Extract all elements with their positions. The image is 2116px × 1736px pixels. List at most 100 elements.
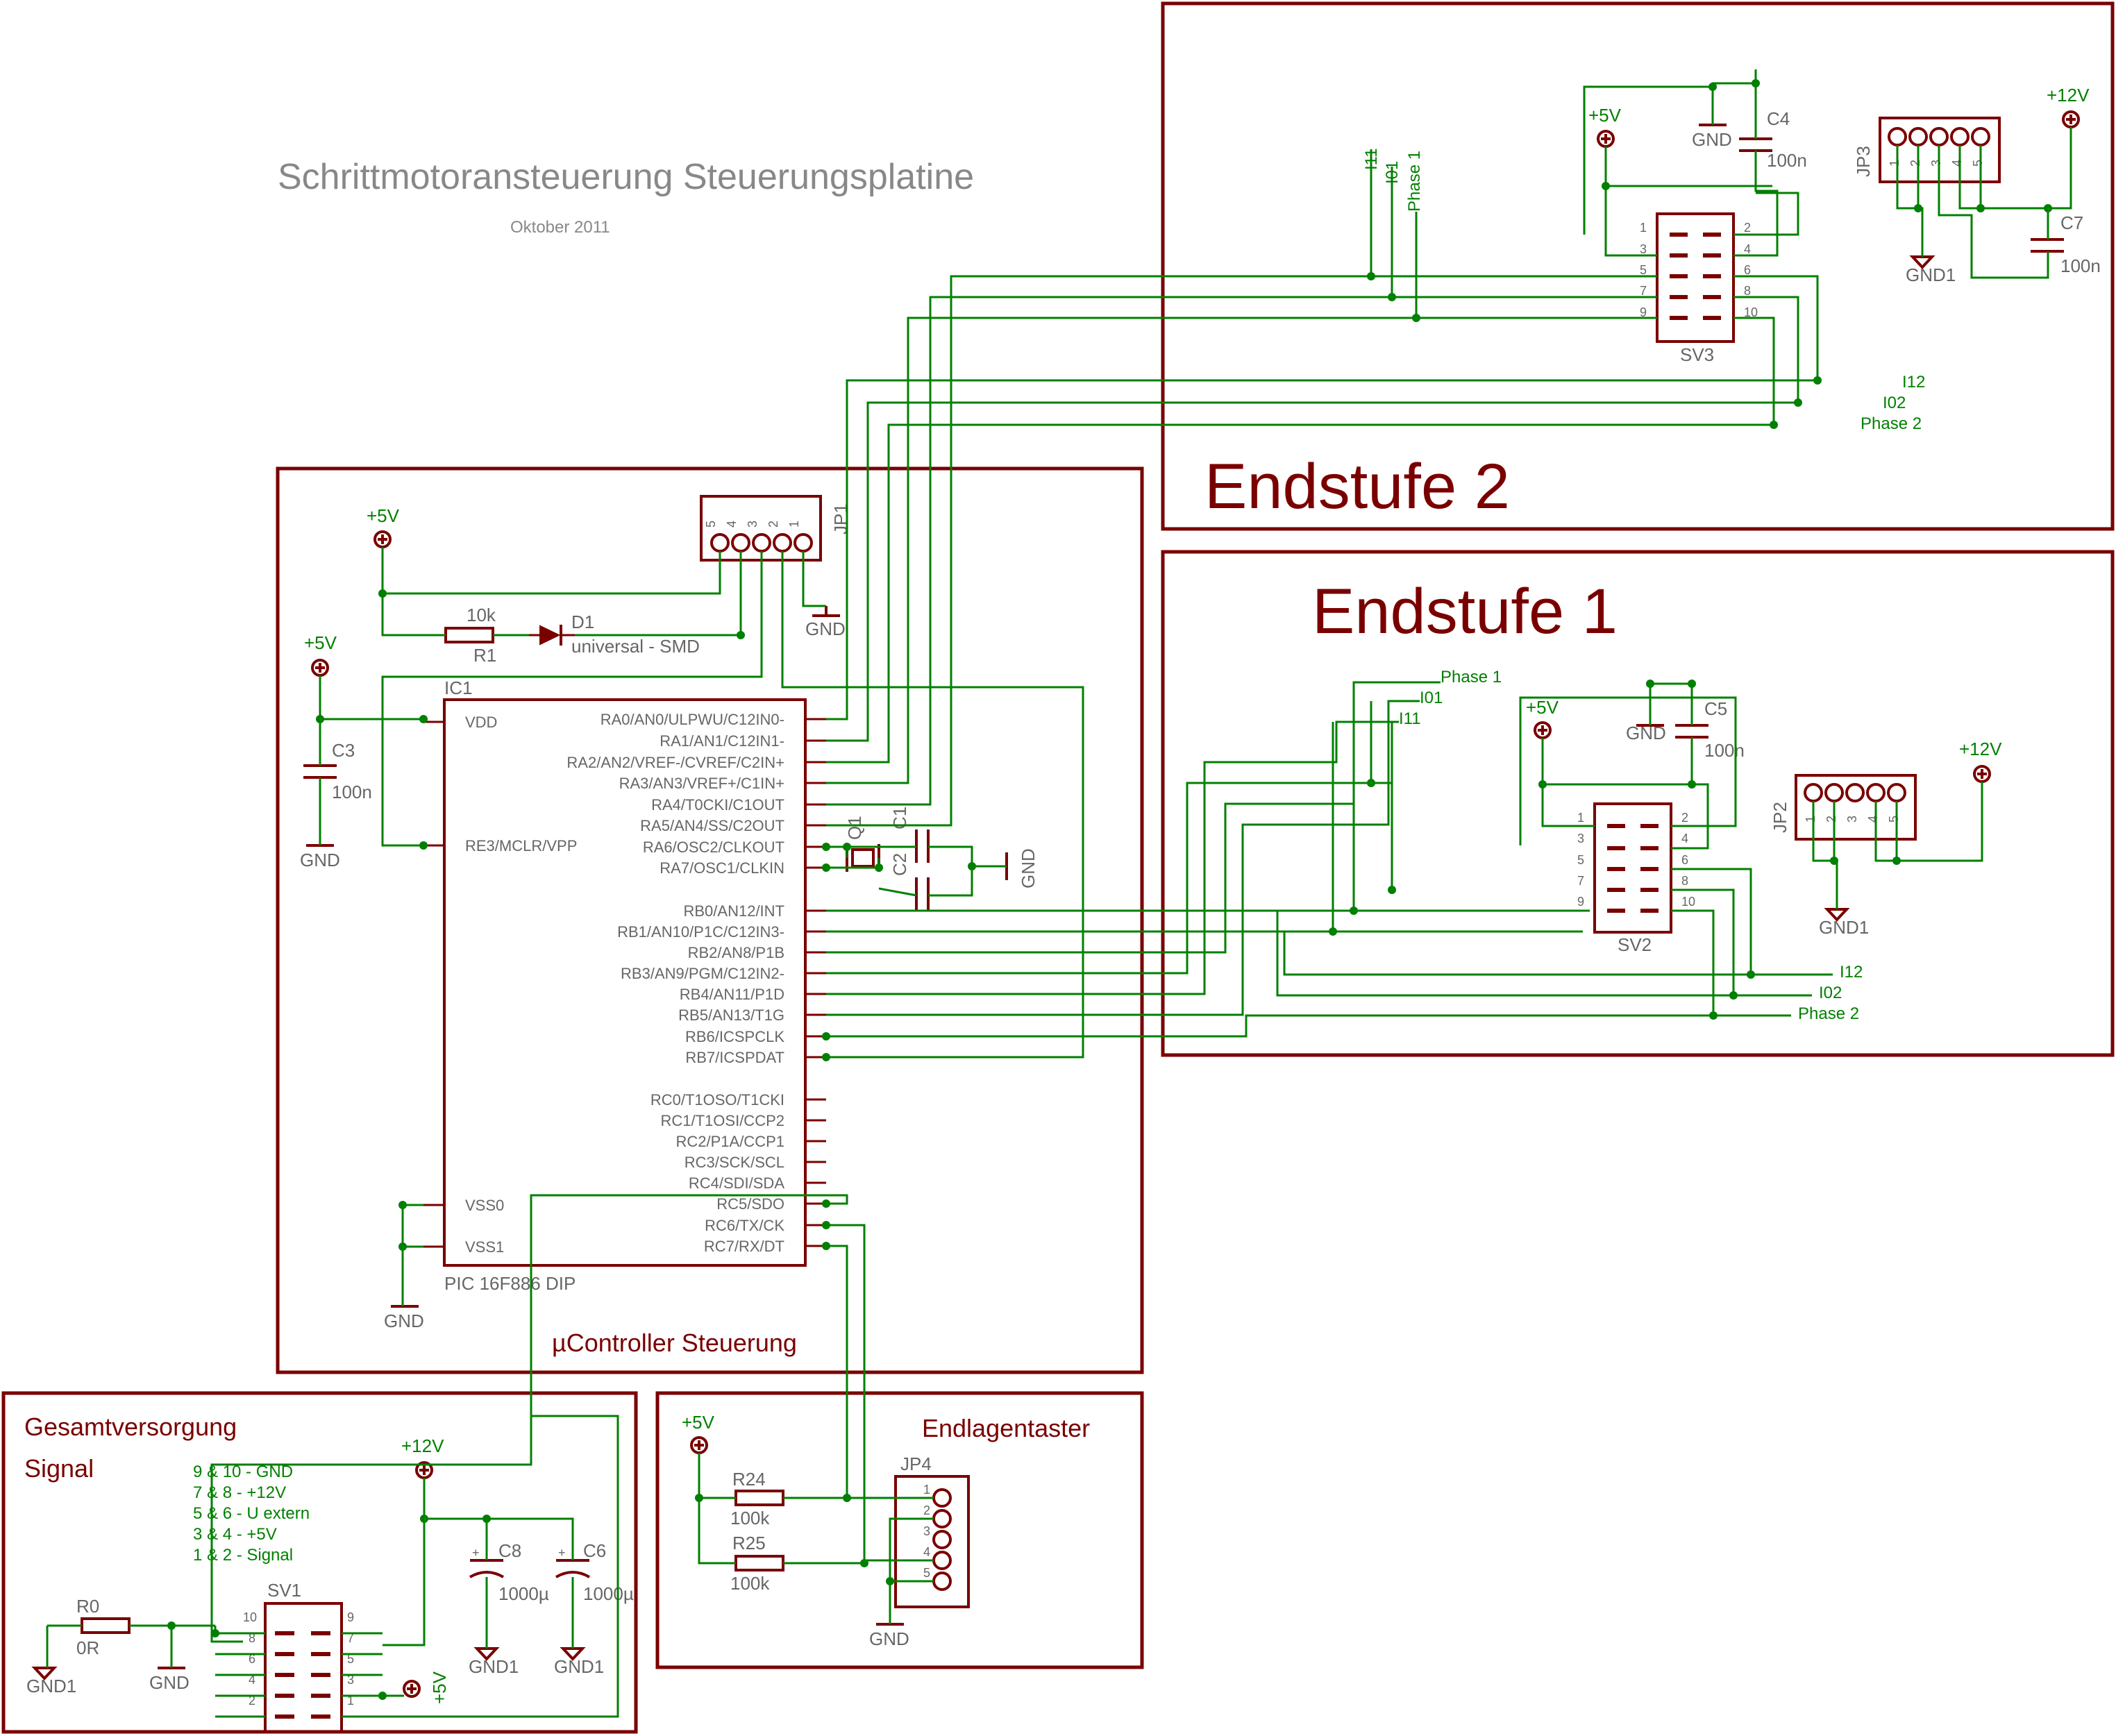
svg-text:GND: GND	[384, 1311, 424, 1331]
svg-text:+5V: +5V	[1588, 105, 1622, 126]
wire-64	[1519, 696, 1737, 845]
wire-1	[381, 593, 446, 637]
junction-34	[1688, 780, 1696, 789]
svg-text:+5V: +5V	[367, 505, 400, 526]
wire-55	[1671, 888, 1812, 997]
capacitor-c7: C7 100n	[2031, 212, 2101, 276]
junction-26	[1367, 779, 1375, 787]
junction-28	[1747, 970, 1755, 979]
svg-text:GND1: GND1	[469, 1656, 519, 1677]
ic1-pin-ra5: RA5/AN4/SS/C2OUT	[640, 817, 784, 834]
wire-28	[1733, 275, 1819, 380]
svg-text:3: 3	[746, 521, 759, 528]
resistor-r24: R24 100k	[730, 1469, 784, 1528]
ic1-pin-rb2: RB2/AN8/P1B	[688, 944, 784, 961]
wire-35	[1733, 151, 1779, 257]
svg-text:6: 6	[249, 1652, 255, 1666]
junction-33	[1688, 680, 1696, 688]
svg-text:SV1: SV1	[267, 1580, 301, 1601]
junction-8	[822, 863, 830, 872]
net-label-i01-mid: I01	[1420, 689, 1443, 707]
junction-38	[822, 1221, 830, 1229]
svg-text:5: 5	[923, 1566, 930, 1580]
ic1-pin-vss0: VSS0	[465, 1197, 504, 1214]
svg-text:4: 4	[249, 1673, 255, 1687]
svg-text:100n: 100n	[2060, 255, 2101, 276]
svg-text:100k: 100k	[730, 1573, 770, 1594]
svg-text:JP4: JP4	[900, 1453, 932, 1474]
capacitor-c6: + C6 1000µ	[555, 1540, 634, 1604]
frame-endlagen	[655, 1391, 1144, 1669]
ic1-pin-rb3: RB3/AN9/PGM/C12IN2-	[621, 965, 784, 982]
svg-text:GND: GND	[1626, 723, 1666, 743]
wire-70	[826, 1224, 934, 1562]
svg-text:10k: 10k	[467, 605, 496, 625]
wire-7	[319, 675, 423, 720]
ic1-pin-ra7: RA7/OSC1/CLKIN	[660, 859, 784, 877]
wire-56	[1671, 909, 1791, 1017]
svg-text:10: 10	[1681, 895, 1695, 909]
svg-text:C6: C6	[583, 1540, 606, 1561]
wire-30	[1733, 317, 1775, 425]
junction-39	[822, 1242, 830, 1250]
wire-61	[1541, 784, 1595, 827]
ic1-pin-ra3: RA3/AN3/VREF+/C1IN+	[619, 775, 784, 792]
svg-text:JP3: JP3	[1853, 146, 1874, 177]
svg-text:6: 6	[1681, 853, 1688, 867]
svg-text:4: 4	[1744, 242, 1751, 256]
wire-5	[781, 551, 1084, 1059]
junction-15	[1813, 376, 1822, 385]
junction-23	[2044, 204, 2052, 212]
svg-text:3: 3	[923, 1524, 930, 1538]
connector-jp2: 1 2 3 4 5 JP2	[1770, 774, 1917, 841]
wire-93	[424, 1517, 574, 1560]
ic1-pin-ra2: RA2/AN2/VREF-/CVREF/C2IN+	[566, 754, 784, 771]
section-label-signal: Signal	[24, 1454, 94, 1483]
svg-text:+12V: +12V	[1959, 739, 2002, 759]
svg-text:universal - SMD: universal - SMD	[571, 636, 700, 657]
junction-42	[695, 1494, 703, 1502]
svg-text:3: 3	[1929, 160, 1943, 167]
schematic-title: Schrittmotoransteuerung Steuerungsplatin…	[278, 157, 974, 197]
junction-16	[1794, 398, 1802, 407]
resistor-r0: R0 0R	[76, 1596, 131, 1658]
svg-text:R25: R25	[732, 1533, 766, 1553]
wire-82	[214, 1626, 265, 1635]
svg-text:+5V: +5V	[304, 632, 337, 653]
gnd-c3: GND	[300, 844, 340, 870]
junction-3	[419, 715, 428, 723]
frame-controller	[276, 466, 1144, 1374]
svg-text:2: 2	[1681, 811, 1688, 825]
gnd-jp1: GND	[805, 606, 846, 639]
svg-text:8: 8	[1744, 284, 1751, 298]
wire-38	[1896, 145, 1924, 257]
connector-jp3: 1 2 3 4 5 JP3	[1853, 117, 2001, 183]
svg-text:1 & 2 - Signal: 1 & 2 - Signal	[193, 1546, 293, 1565]
frame-endstufe1	[1161, 550, 2115, 1057]
svg-text:1: 1	[1577, 811, 1584, 825]
ic1-pin-rb1: RB1/AN10/P1C/C12IN3-	[617, 923, 784, 941]
wire-0	[381, 547, 721, 595]
svg-text:GND1: GND1	[554, 1656, 604, 1677]
svg-text:GND: GND	[149, 1672, 190, 1693]
junction-36	[1892, 857, 1901, 865]
section-label-supply: Gesamtversorgung	[24, 1413, 237, 1441]
schematic-date: Oktober 2011	[510, 218, 610, 237]
ic1-pin-ra0: RA0/AN0/ULPWU/C12IN0-	[601, 711, 784, 728]
net-junctions	[167, 79, 2052, 1719]
svg-text:4: 4	[1950, 160, 1964, 167]
ic1-pin-rc1: RC1/T1OSI/CCP2	[661, 1112, 785, 1129]
svg-text:4: 4	[725, 521, 739, 528]
svg-text:1: 1	[1888, 160, 1901, 167]
svg-text:SV3: SV3	[1680, 344, 1714, 365]
section-label-endstufe2: Endstufe 2	[1204, 451, 1510, 522]
svg-text:1: 1	[347, 1694, 354, 1708]
wire-72	[698, 1453, 736, 1499]
ic1-pin-rc0: RC0/T1OSO/T1CKI	[650, 1091, 784, 1109]
junction-11	[968, 862, 976, 870]
junction-31	[1538, 780, 1547, 789]
junction-37	[822, 1199, 830, 1208]
svg-text:C7: C7	[2060, 212, 2083, 233]
junction-27	[1388, 886, 1396, 894]
junction-41	[822, 1053, 830, 1061]
